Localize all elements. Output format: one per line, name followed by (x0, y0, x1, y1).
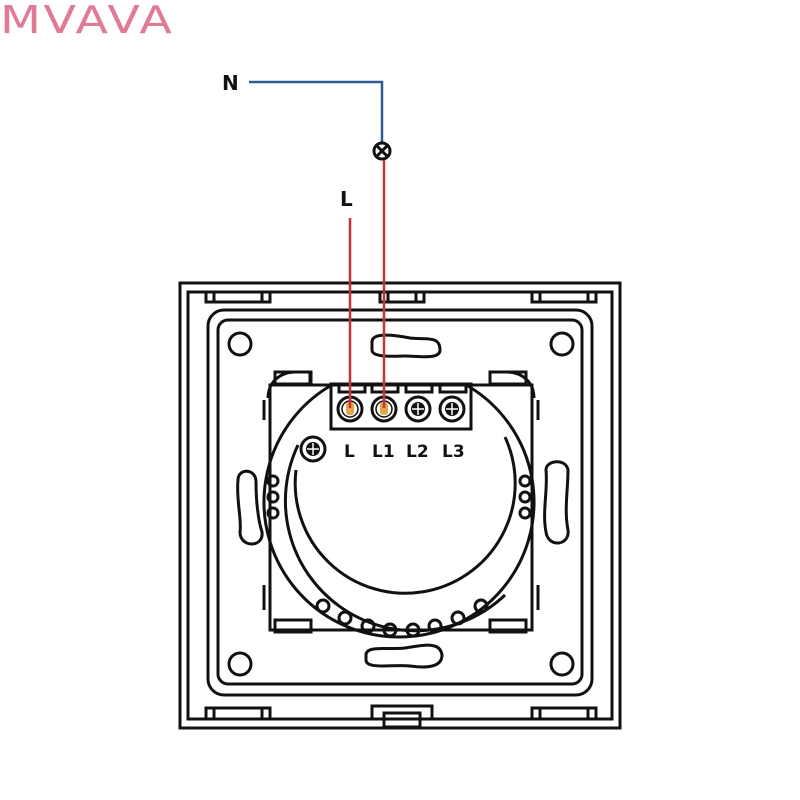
screw-hole (549, 651, 575, 677)
wire-end (346, 402, 354, 415)
terminal-label: L (344, 442, 355, 462)
mounting-plate (206, 308, 594, 697)
switch-module (262, 384, 536, 639)
screw-hole (227, 651, 253, 677)
wire-end (380, 402, 388, 415)
terminal-l3 (438, 395, 466, 423)
terminal-label: L3 (442, 442, 465, 462)
neutral-label: N (222, 71, 239, 95)
brand-logo: MVAVA (0, 0, 175, 42)
screw-hole (227, 331, 253, 357)
screw-hole (549, 331, 575, 357)
ground-screw (299, 435, 327, 463)
terminal-label: L2 (406, 442, 429, 462)
lamp-icon (372, 141, 392, 161)
terminal-l (336, 395, 364, 423)
terminal-l2 (404, 395, 432, 423)
terminal-label: L1 (372, 442, 395, 462)
live-label: L (340, 187, 353, 211)
neutral-wire (249, 80, 384, 143)
terminal-block (329, 382, 473, 431)
